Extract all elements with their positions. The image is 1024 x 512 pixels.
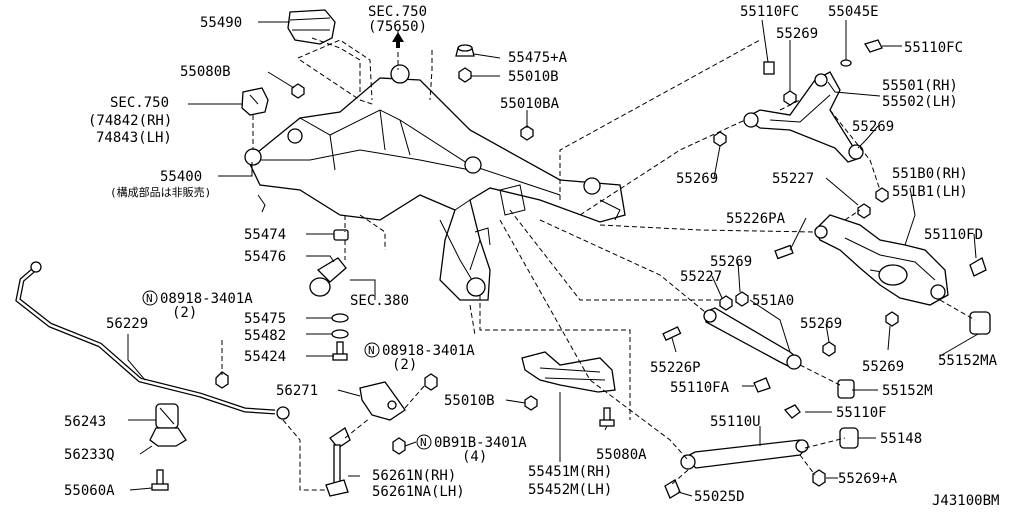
label-551b0[interactable]: 551B0(RH) xyxy=(892,166,968,182)
label-55269-a[interactable]: 55269 xyxy=(776,26,818,42)
label-55269-d[interactable]: 55269 xyxy=(710,254,752,270)
washer-55482[interactable] xyxy=(331,329,349,339)
label-55080a[interactable]: 55080A xyxy=(596,447,647,463)
label-56243[interactable]: 56243 xyxy=(64,414,106,430)
label-74842[interactable]: (74842(RH) xyxy=(88,113,172,129)
bracket-74842[interactable] xyxy=(241,87,269,116)
label-55152m[interactable]: 55152M xyxy=(882,383,933,399)
bushing-56243[interactable] xyxy=(155,403,179,429)
clamp-56233q[interactable] xyxy=(149,427,187,447)
label-55110fc-a[interactable]: 55110FC xyxy=(740,4,799,20)
label-08918-b-qty: (2) xyxy=(392,357,417,373)
stabilizer-56229[interactable] xyxy=(15,261,290,420)
label-55110u[interactable]: 55110U xyxy=(710,414,761,430)
leader-lines xyxy=(127,19,979,497)
label-55501[interactable]: 55501(RH) xyxy=(882,78,958,94)
mount-pad-55490[interactable] xyxy=(287,9,336,45)
nut-55475a[interactable] xyxy=(455,44,475,57)
arm-55451m[interactable] xyxy=(521,351,616,427)
circle-n-icon xyxy=(142,290,158,306)
bolt-55060a[interactable] xyxy=(151,469,169,491)
label-551b1[interactable]: 551B1(LH) xyxy=(892,184,968,200)
label-55045e[interactable]: 55045E xyxy=(828,4,879,20)
label-55110fc-b[interactable]: 55110FC xyxy=(904,40,963,56)
label-55424[interactable]: 55424 xyxy=(244,349,286,365)
sec750-top-sub-label: (75650) xyxy=(368,19,427,35)
label-55060a[interactable]: 55060A xyxy=(64,483,115,499)
label-55400[interactable]: 55400 xyxy=(160,169,202,185)
label-55474[interactable]: 55474 xyxy=(244,227,286,243)
label-55080b[interactable]: 55080B xyxy=(180,64,231,80)
label-55010ba[interactable]: 55010BA xyxy=(500,96,560,112)
sec750-left-label[interactable]: SEC.750 xyxy=(110,95,169,111)
label-56271[interactable]: 56271 xyxy=(276,383,318,399)
label-55269-c[interactable]: 55269 xyxy=(676,171,718,187)
label-55269-e[interactable]: 55269 xyxy=(800,316,842,332)
lower-arm-551b0[interactable] xyxy=(774,203,991,335)
dashed-guides xyxy=(221,37,976,491)
bracket-56271[interactable] xyxy=(359,381,406,421)
washer-55475[interactable] xyxy=(331,313,349,323)
bushing-55476[interactable] xyxy=(309,257,347,297)
label-55227-b[interactable]: 55227 xyxy=(680,269,722,285)
link-55110u[interactable] xyxy=(664,404,859,499)
label-55482[interactable]: 55482 xyxy=(244,328,286,344)
sec750-top-label[interactable]: SEC.750 xyxy=(368,4,427,20)
nut-55080b[interactable] xyxy=(291,83,305,99)
label-55148[interactable]: 55148 xyxy=(880,431,922,447)
crossmember-55400[interactable] xyxy=(244,64,626,301)
label-55110fd[interactable]: 55110FD xyxy=(924,227,983,243)
nut-55010ba[interactable] xyxy=(520,125,534,141)
circle-n-a: N xyxy=(146,292,153,305)
label-56229[interactable]: 56229 xyxy=(106,316,148,332)
diagram-id: J43100BM xyxy=(932,493,999,509)
label-55110fa[interactable]: 55110FA xyxy=(670,380,730,396)
bushing-55474[interactable] xyxy=(333,229,349,241)
label-55226pa[interactable]: 55226PA xyxy=(726,211,786,227)
label-55269-b[interactable]: 55269 xyxy=(852,119,894,135)
circle-n-c: N xyxy=(420,436,427,449)
link-551a0[interactable] xyxy=(662,291,855,399)
nut-08918-b[interactable] xyxy=(424,373,438,391)
label-0b918[interactable]: 0B91B-3401A xyxy=(434,435,527,451)
labels: SEC.750 (75650) 55490 55080B SEC.750 (74… xyxy=(64,4,999,509)
label-55227-a[interactable]: 55227 xyxy=(772,171,814,187)
label-74843[interactable]: 74843(LH) xyxy=(96,130,172,146)
upper-arm-55501[interactable] xyxy=(713,39,889,203)
circle-n-icon xyxy=(416,434,432,450)
nut-55010b-top[interactable] xyxy=(458,67,472,83)
bolt-55424[interactable] xyxy=(332,341,348,361)
label-55010b-top[interactable]: 55010B xyxy=(508,69,559,85)
link-56261n[interactable] xyxy=(325,427,406,497)
label-56261na[interactable]: 56261NA(LH) xyxy=(372,484,465,500)
arrow-up-icon xyxy=(392,32,404,48)
label-55451m[interactable]: 55451M(RH) xyxy=(528,464,612,480)
label-55502[interactable]: 55502(LH) xyxy=(882,94,958,110)
circle-n-icon xyxy=(364,342,380,358)
label-55152ma[interactable]: 55152MA xyxy=(938,353,998,369)
label-56261n[interactable]: 56261N(RH) xyxy=(372,468,456,484)
label-55025d[interactable]: 55025D xyxy=(694,489,745,505)
label-55476[interactable]: 55476 xyxy=(244,249,286,265)
label-08918-a-qty: (2) xyxy=(172,305,197,321)
label-551a0[interactable]: 551A0 xyxy=(752,293,794,309)
label-0b918-qty: (4) xyxy=(462,449,487,465)
label-55110f[interactable]: 55110F xyxy=(836,405,887,421)
label-55490[interactable]: 55490 xyxy=(200,15,242,31)
label-56233q[interactable]: 56233Q xyxy=(64,447,115,463)
label-55475[interactable]: 55475 xyxy=(244,311,286,327)
label-55452m[interactable]: 55452M(LH) xyxy=(528,482,612,498)
label-55010b-mid[interactable]: 55010B xyxy=(444,393,495,409)
label-55269-f[interactable]: 55269 xyxy=(862,359,904,375)
circle-n-b: N xyxy=(368,344,375,357)
label-55475a[interactable]: 55475+A xyxy=(508,50,568,66)
label-08918-b[interactable]: 08918-3401A xyxy=(382,343,475,359)
label-55269a[interactable]: 55269+A xyxy=(838,471,898,487)
sec380-label[interactable]: SEC.380 xyxy=(350,293,409,309)
label-55226p[interactable]: 55226P xyxy=(650,360,701,376)
note-not-sold: (構成部品は非販売) xyxy=(110,185,211,199)
label-08918-a[interactable]: 08918-3401A xyxy=(160,291,253,307)
